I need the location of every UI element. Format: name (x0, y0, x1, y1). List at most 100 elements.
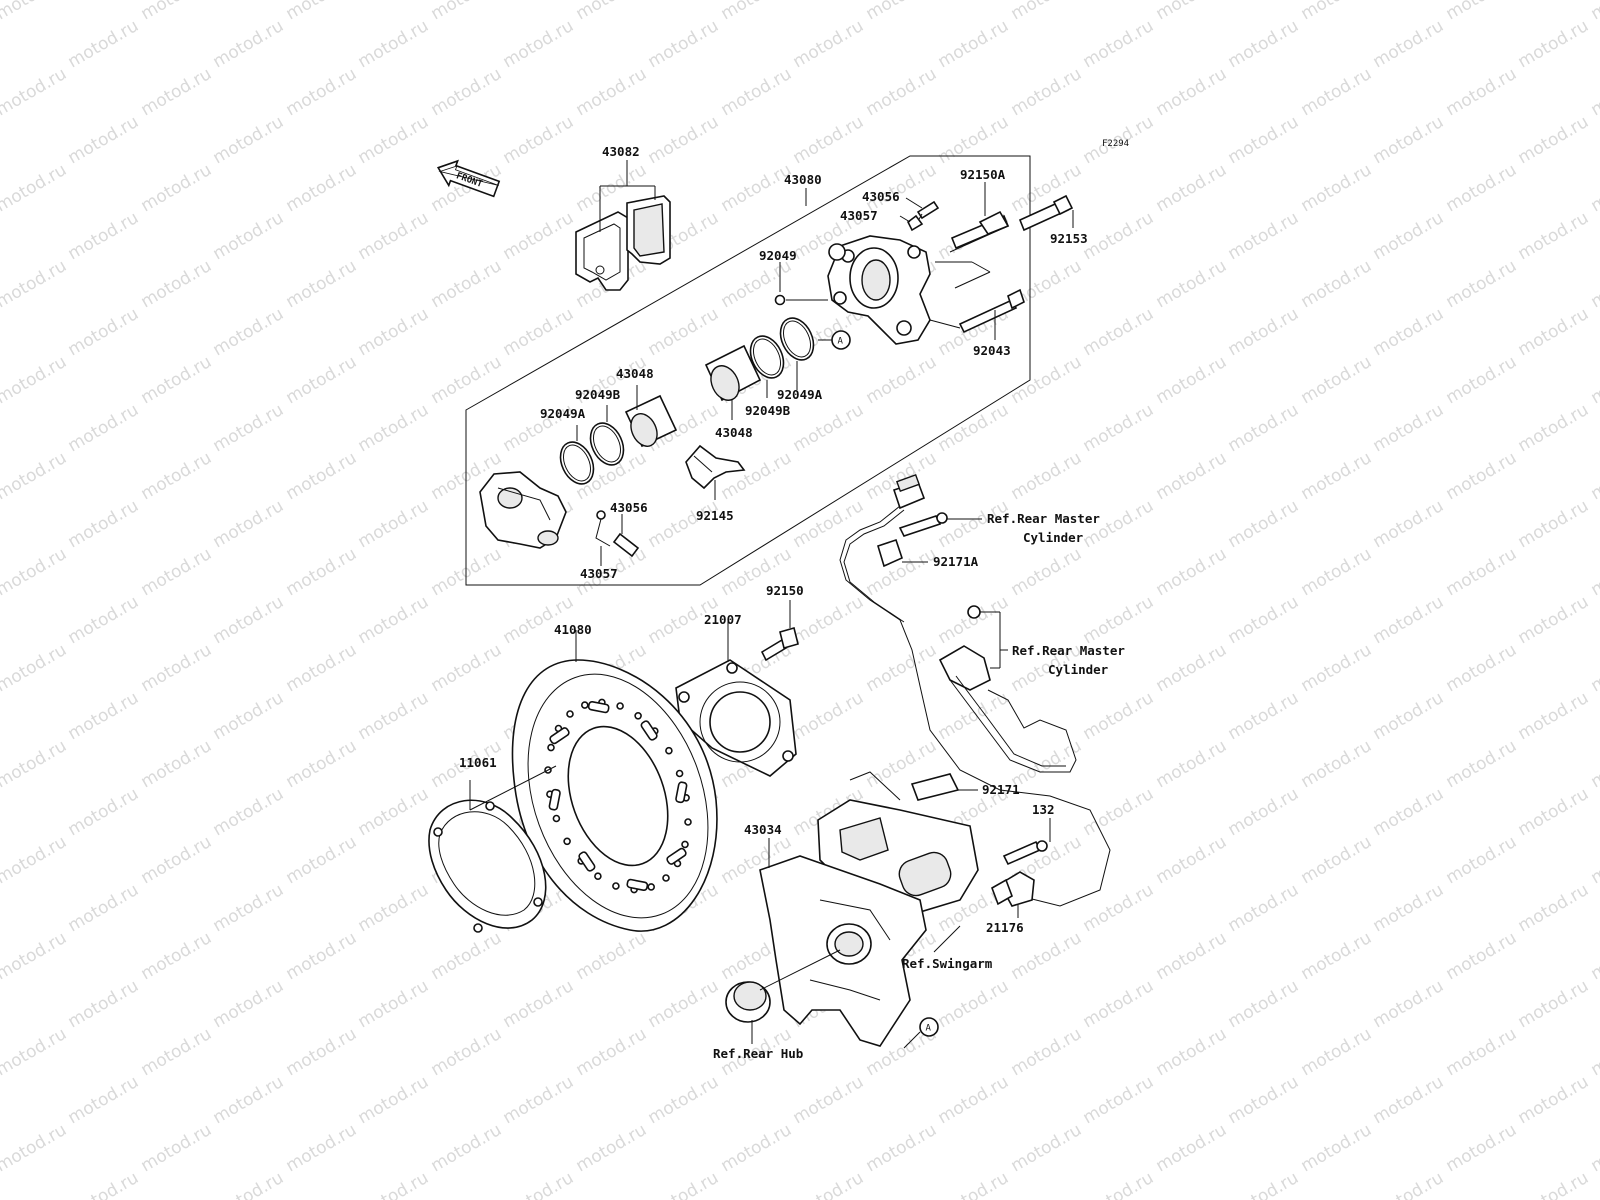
watermark-text: motod.ru (1298, 1024, 1376, 1080)
watermark-text: motod.ru (0, 832, 70, 888)
watermark-text: motod.ru (1225, 880, 1303, 936)
watermark-text: motod.ru (1515, 880, 1593, 936)
watermark-text: motod.ru (0, 256, 70, 312)
watermark-text: motod.ru (355, 112, 433, 168)
watermark-text: motod.ru (573, 64, 651, 120)
watermark-text: motod.ru (210, 1168, 288, 1200)
watermark-text: motod.ru (0, 0, 70, 24)
caliper-assembly-outline (465, 155, 1031, 586)
watermark-text: motod.ru (65, 112, 143, 168)
watermark-text: motod.ru (138, 832, 216, 888)
watermark-text: motod.ru (790, 16, 868, 72)
disc-hole (675, 769, 684, 778)
watermark-text: motod.ru (500, 208, 578, 264)
watermark-text: motod.ru (500, 592, 578, 648)
label-92145: 92145 (696, 508, 734, 523)
disc-hole (684, 818, 692, 826)
watermark-text: motod.ru (1080, 304, 1158, 360)
watermark-text: motod.ru (1298, 256, 1376, 312)
watermark-text: motod.ru (355, 16, 433, 72)
watermark-text: motod.ru (1153, 448, 1231, 504)
watermark-text: motod.ru (1153, 928, 1231, 984)
disc-hole (662, 874, 670, 882)
watermark-text: motod.ru (1225, 304, 1303, 360)
watermark-text: motod.ru (283, 64, 361, 120)
front-arrow-icon: FRONT (436, 159, 501, 198)
watermark-text: motod.ru (645, 976, 723, 1032)
watermark-text: motod.ru (138, 448, 216, 504)
watermark-text: motod.ru (718, 448, 796, 504)
disc-holes (544, 698, 692, 894)
watermark-text: motod.ru (1515, 784, 1593, 840)
watermark-text: motod.ru (210, 1072, 288, 1128)
watermark-text: motod.ru (1298, 1120, 1376, 1176)
watermark-text: motod.ru (1515, 1072, 1593, 1128)
watermark-text: motod.ru (1080, 592, 1158, 648)
caliper-bracket (827, 235, 931, 345)
watermark-text: motod.ru (1588, 160, 1600, 216)
disc-hole (634, 711, 642, 720)
watermark-text: motod.ru (1370, 688, 1448, 744)
watermark-text: motod.ru (138, 1024, 216, 1080)
brake-pad-set (575, 195, 671, 291)
label-43082: 43082 (602, 144, 640, 159)
disc-hole (580, 701, 589, 709)
washer-92049 (774, 294, 786, 306)
reference-a-caliper-letter: A (838, 337, 844, 347)
watermark-text: motod.ru (1370, 592, 1448, 648)
watermark-text: motod.ru (65, 976, 143, 1032)
watermark-text: motod.ru (1588, 928, 1600, 984)
watermark-text: motod.ru (283, 832, 361, 888)
watermark-text: motod.ru (283, 256, 361, 312)
watermark-text: motod.ru (355, 208, 433, 264)
disc-slot (640, 720, 658, 741)
abs-connector (892, 473, 926, 510)
label-92171: 92171 (982, 782, 1020, 797)
disc-hole (616, 702, 624, 710)
reference-a-bracket-letter: A (926, 1024, 932, 1034)
watermark-text: motod.ru (1225, 784, 1303, 840)
watermark-text: motod.ru (935, 1072, 1013, 1128)
watermark-text: motod.ru (0, 1120, 70, 1176)
watermark-text: motod.ru (283, 736, 361, 792)
watermark-text: motod.ru (1225, 496, 1303, 552)
label-92171A: 92171A (933, 554, 979, 569)
ref-rear-master-1-line2: Cylinder (1023, 530, 1084, 545)
watermark-text: motod.ru (1443, 1024, 1521, 1080)
watermark-text: motod.ru (0, 448, 70, 504)
watermark-text: motod.ru (790, 112, 868, 168)
watermark-text: motod.ru (355, 592, 433, 648)
brake-pipe-bracket (938, 605, 1077, 773)
watermark-text: motod.ru (935, 112, 1013, 168)
watermark-text: motod.ru (1370, 496, 1448, 552)
disc-hole (594, 872, 602, 881)
watermark-text: motod.ru (1370, 1072, 1448, 1128)
watermark-text: motod.ru (1443, 1120, 1521, 1176)
label-92049B-left: 92049B (575, 387, 621, 402)
watermark-text: motod.ru (210, 16, 288, 72)
watermark-text: motod.ru (65, 208, 143, 264)
watermark-text: motod.ru (1515, 16, 1593, 72)
bolt-132 (1002, 840, 1048, 866)
label-43057-bottom: 43057 (580, 566, 618, 581)
seal-92049A-right (779, 317, 815, 361)
label-43048-top: 43048 (616, 366, 654, 381)
watermark-text: motod.ru (138, 736, 216, 792)
watermark-text: motod.ru (283, 544, 361, 600)
watermark-text: motod.ru (863, 1120, 941, 1176)
disc-slot (587, 700, 610, 714)
watermark-text: motod.ru (1370, 208, 1448, 264)
watermark-text: motod.ru (1298, 64, 1376, 120)
watermark-text: motod.ru (1080, 976, 1158, 1032)
disc-hole (681, 840, 689, 849)
label-11061: 11061 (459, 755, 497, 770)
watermark-text: motod.ru (1588, 256, 1600, 312)
watermark-text: motod.ru (718, 1120, 796, 1176)
watermark-text: motod.ru (573, 1024, 651, 1080)
watermark-text: motod.ru (1370, 400, 1448, 456)
brake-disc-41080 (511, 659, 718, 932)
watermark-text: motod.ru (1443, 160, 1521, 216)
watermark-text: motod.ru (1298, 832, 1376, 888)
watermark-text: motod.ru (1225, 112, 1303, 168)
disc-hole (647, 883, 656, 891)
